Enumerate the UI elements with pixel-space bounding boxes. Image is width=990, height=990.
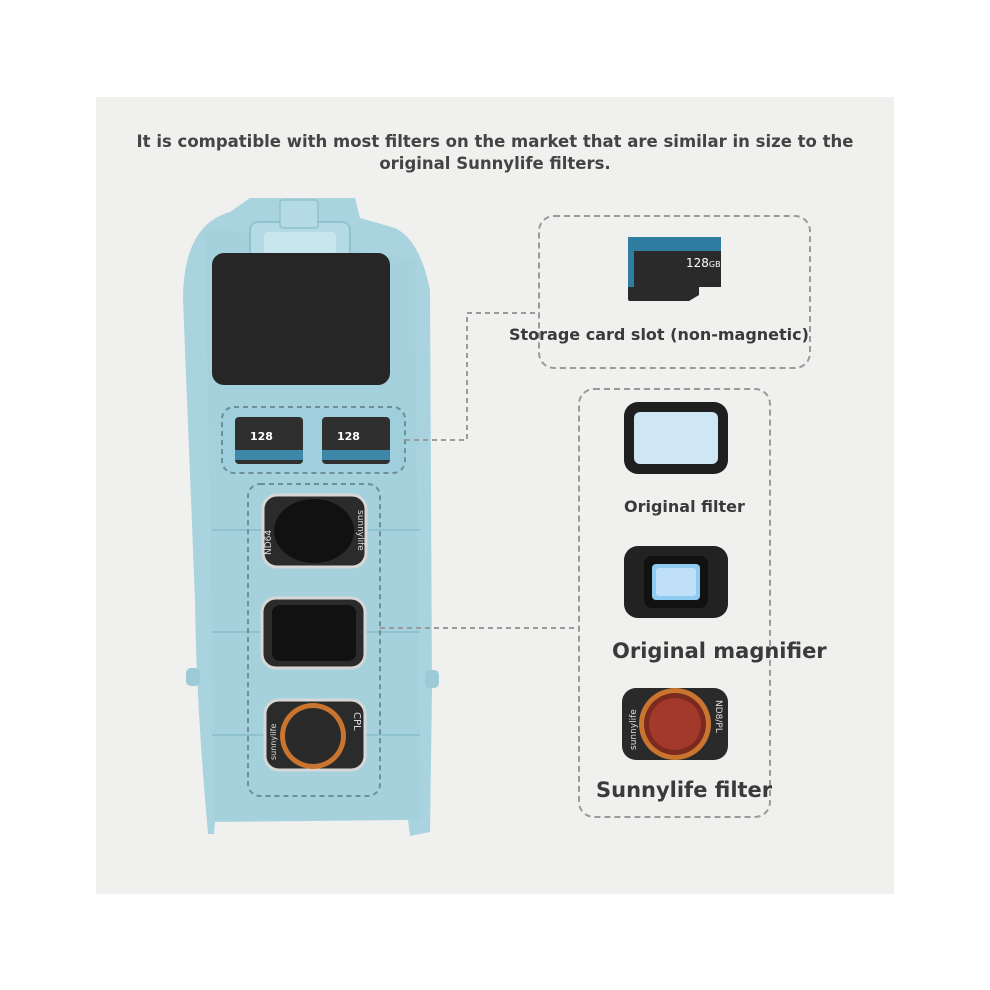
case-card-right [322, 417, 390, 464]
case-filter-1 [261, 493, 368, 569]
case-filter-3-left: sunnylife [269, 724, 278, 760]
case-card-left [235, 417, 303, 464]
left-knob [186, 668, 200, 686]
top-clip-tab [279, 199, 319, 229]
dashed-filter-box [247, 483, 381, 797]
sd-card-size-unit: GB [708, 260, 721, 269]
foam-pad [212, 253, 390, 385]
original-magnifier-image [624, 546, 728, 618]
original-filter-image [624, 402, 728, 474]
sunnylife-filter-type: ND8/PL [713, 700, 723, 733]
headline-line-2: original Sunnylife filters. [379, 154, 611, 173]
sd-card-size: 128GB [686, 256, 721, 270]
case-filter-3-right: CPL [351, 712, 362, 731]
storage-card-callout [538, 215, 811, 369]
case-filter-1-right: sunnylife [355, 510, 365, 551]
headline: It is compatible with most filters on th… [96, 131, 894, 175]
original-magnifier-label: Original magnifier [612, 639, 827, 663]
top-clip-inner [264, 232, 336, 254]
headline-line-1: It is compatible with most filters on th… [136, 132, 854, 151]
connector-card [405, 312, 538, 441]
right-knob [425, 670, 439, 688]
original-filter-label: Original filter [624, 497, 745, 516]
sunnylife-filter-image [622, 688, 728, 760]
case-card-right-text: 128 [337, 430, 360, 443]
sunnylife-filter-text: sunnylife ND8/PL [629, 700, 723, 750]
storage-card-label: Storage card slot (non-magnetic) [509, 325, 809, 344]
sunnylife-filter-label: Sunnylife filter [596, 778, 773, 802]
filters-callout [578, 388, 771, 818]
case-filter-2 [260, 596, 367, 670]
case-filter-3 [263, 698, 367, 772]
sd-card-size-number: 128 [686, 256, 709, 270]
case-filter-1-left: ND64 [264, 530, 274, 555]
case-card-left-text: 128 [250, 430, 273, 443]
sunnylife-filter-brand: sunnylife [629, 709, 639, 750]
sd-card-image [628, 237, 721, 301]
